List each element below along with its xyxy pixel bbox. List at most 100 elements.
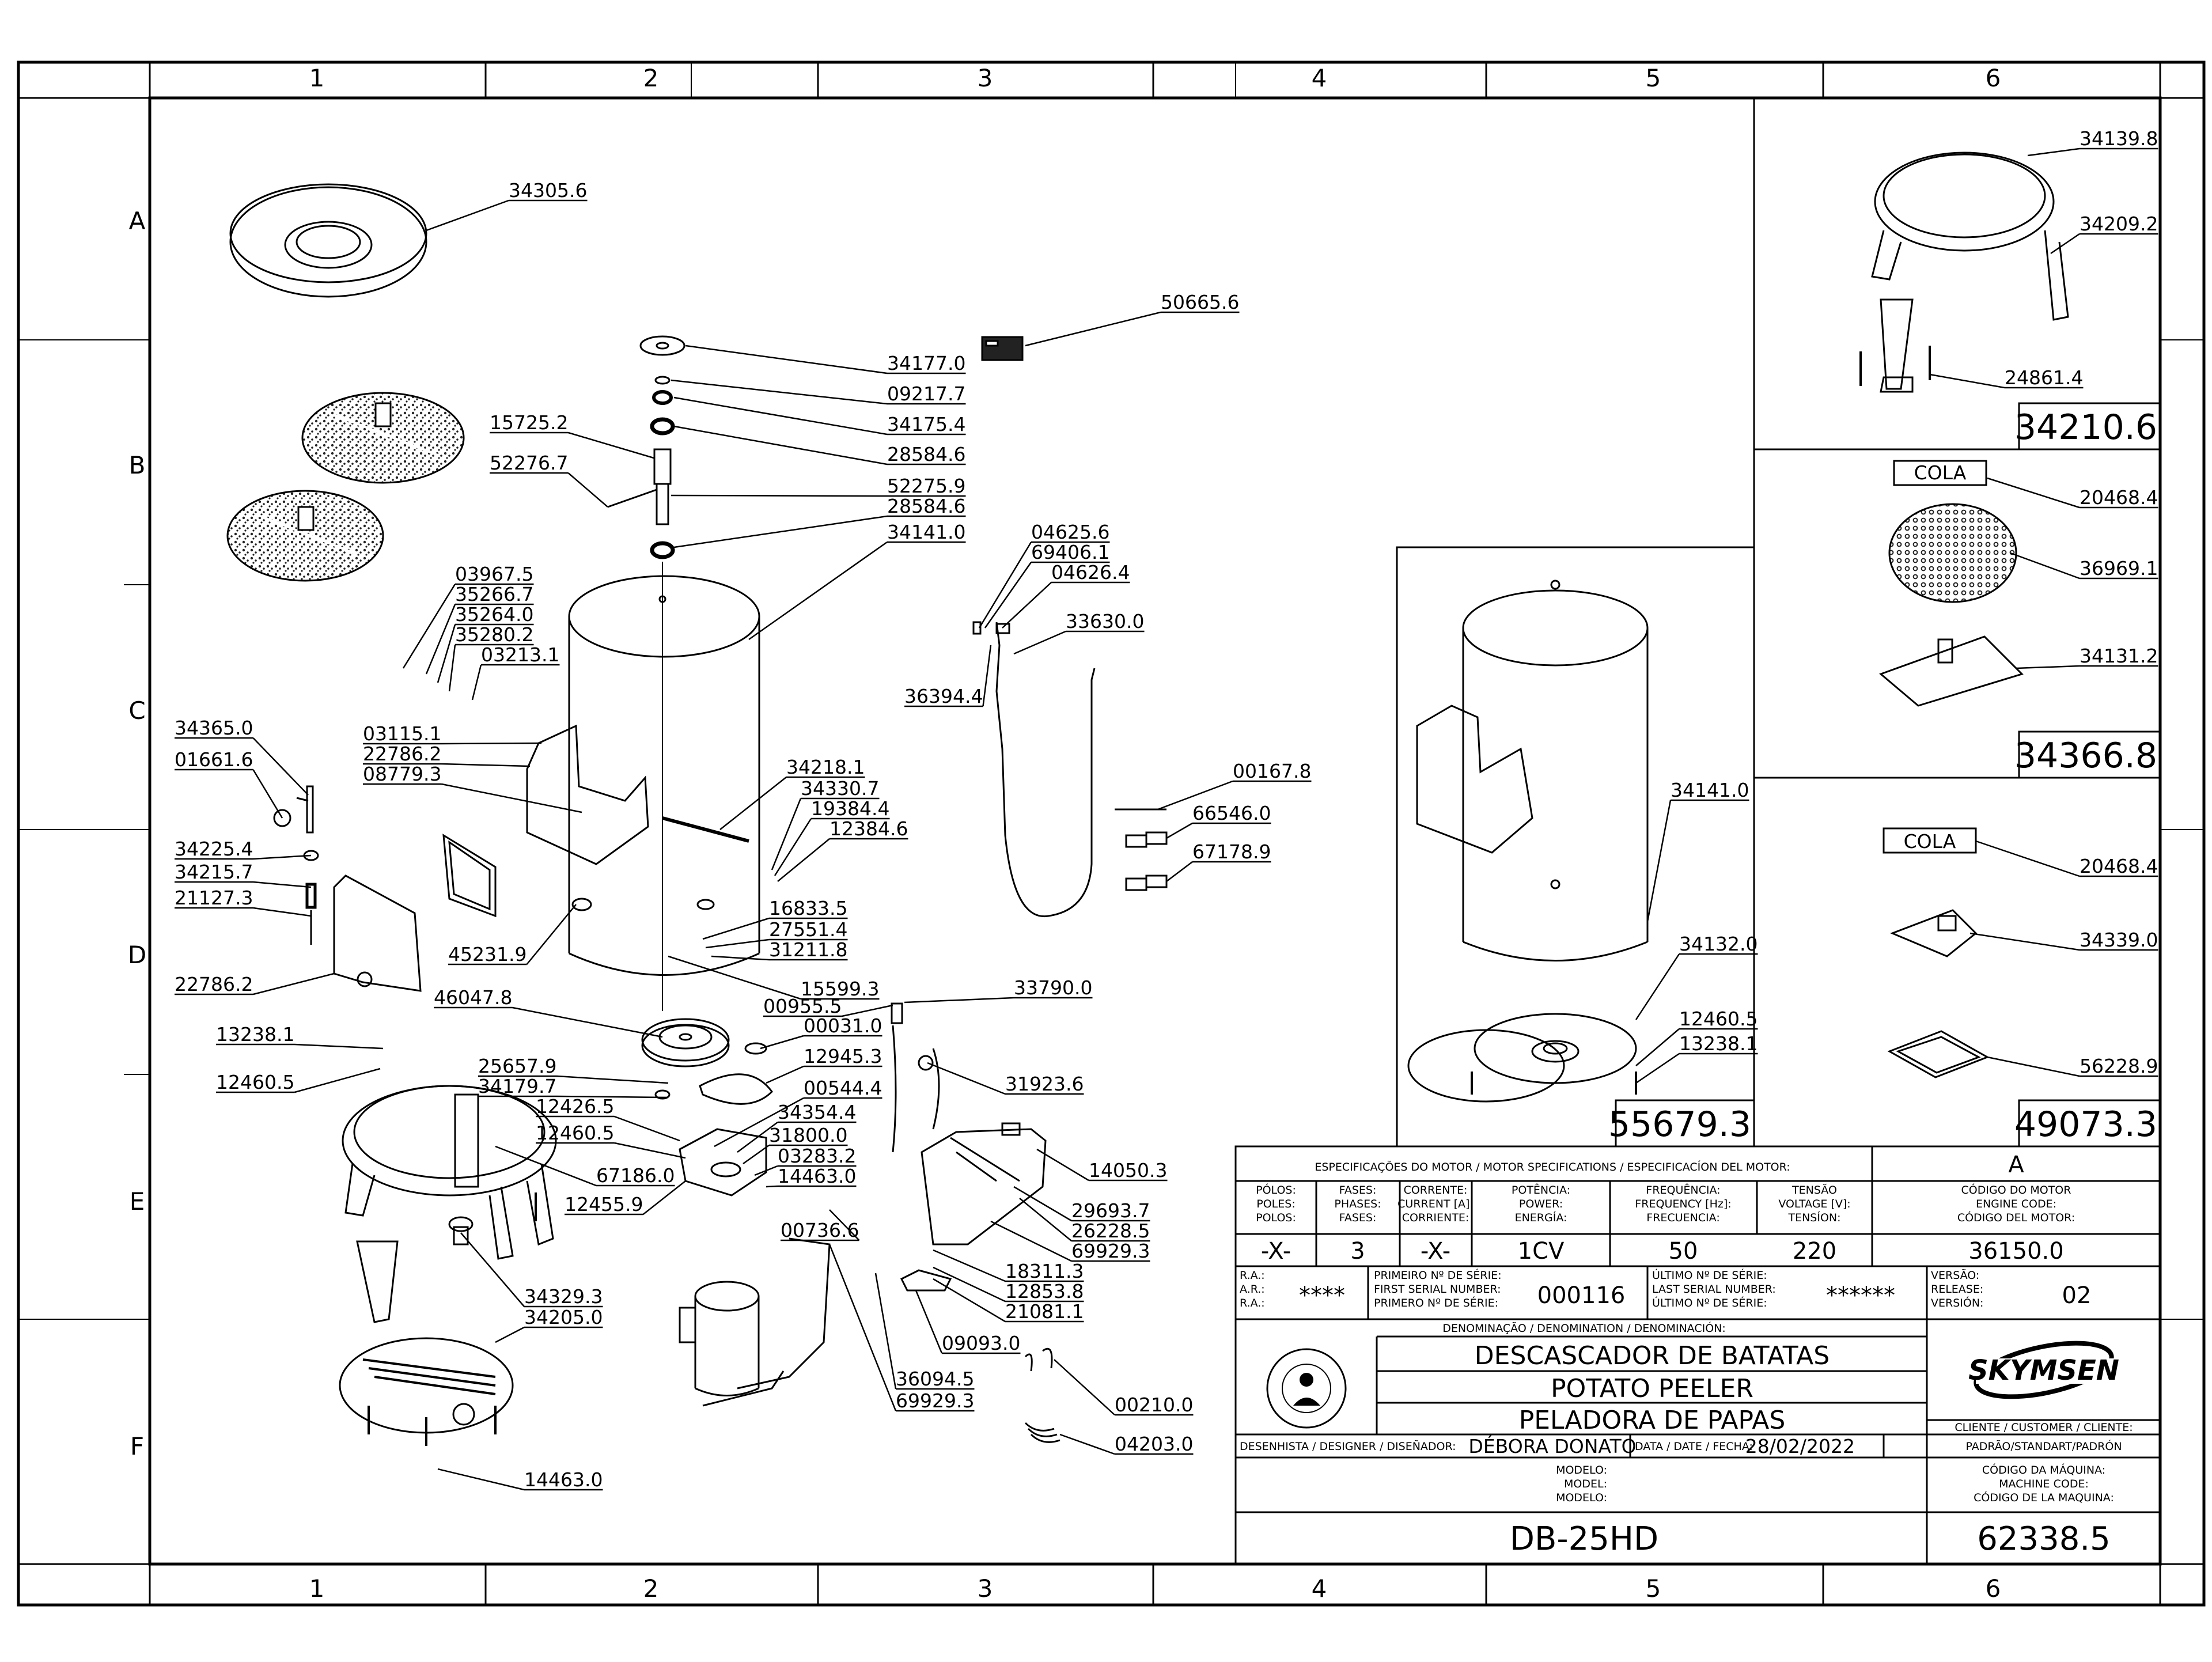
main-part-29693-7: 29693.7 <box>1071 1199 1150 1222</box>
leader-line <box>1969 932 2080 951</box>
machine-code-label-pt: CÓDIGO DA MÁQUINA: <box>1982 1463 2105 1477</box>
main-part-69406-1: 69406.1 <box>1031 541 1109 563</box>
column-label: 1 <box>309 64 325 92</box>
main-part-31211-8: 31211.8 <box>769 938 847 961</box>
window-sketch <box>442 834 497 918</box>
current-header-en: CURRENT [A]: <box>1397 1198 1474 1210</box>
engine-code-header-en: ENGINE CODE: <box>1976 1198 2056 1210</box>
column-label: 6 <box>1986 64 2001 92</box>
kit49073-part-34339-0: 34339.0 <box>2080 929 2158 951</box>
kit34366-part-20468-4: 20468.4 <box>2080 486 2158 509</box>
kit-ring-sketch <box>1871 152 2069 393</box>
main-part-33790-0: 33790.0 <box>1014 976 1092 999</box>
brand-logo: SKYMSEN <box>1968 1341 2119 1399</box>
leader-line <box>982 645 992 707</box>
power-cable-sketch <box>891 621 1096 1071</box>
leader-line <box>760 1035 804 1050</box>
leader-line <box>719 777 787 830</box>
main-part-12460-5: 12460.5 <box>216 1071 294 1093</box>
power-header-en: POWER: <box>1519 1198 1563 1210</box>
name-es: PELADORA DE PAPAS <box>1519 1406 1786 1435</box>
voltage-value: 220 <box>1793 1238 1836 1265</box>
main-part-34179-7: 34179.7 <box>478 1075 556 1097</box>
leader-line <box>673 425 888 465</box>
name-en: POTATO PEELER <box>1551 1374 1753 1403</box>
leader-line <box>978 542 1032 629</box>
leader-line <box>437 1468 525 1491</box>
leader-line <box>673 515 888 548</box>
main-part-50665-6: 50665.6 <box>1161 291 1239 313</box>
kit-plate-sketch <box>1887 909 1990 1078</box>
leader-line <box>437 624 456 683</box>
main-part-04203-0: 04203.0 <box>1115 1433 1193 1455</box>
last-serial-label-es: ÚLTIMO Nº DE SÉRIE: <box>1652 1296 1767 1309</box>
current-header-pt: CORRENTE: <box>1404 1184 1468 1197</box>
kit49073-part-20468-4: 20468.4 <box>2080 855 2158 877</box>
main-part-46047-8: 46047.8 <box>434 986 512 1009</box>
row-label: E <box>130 1187 145 1216</box>
leader-line <box>904 997 1014 1004</box>
drawing-date: 28/02/2022 <box>1745 1435 1855 1457</box>
engine-code-value: 36150.0 <box>1968 1238 2063 1265</box>
leader-line <box>253 972 335 995</box>
main-part-22786-2: 22786.2 <box>363 743 441 765</box>
main-part-28584-6: 28584.6 <box>887 495 965 517</box>
model-value: DB-25HD <box>1510 1520 1658 1558</box>
leader-line <box>842 1004 893 1017</box>
main-part-00031-0: 00031.0 <box>804 1014 882 1037</box>
main-part-12460-5: 12460.5 <box>536 1122 614 1144</box>
leader-line <box>1929 373 2005 389</box>
main-part-09093-0: 09093.0 <box>942 1332 1020 1354</box>
main-part-67178-9: 67178.9 <box>1192 841 1271 863</box>
kit55679-part-12460-5: 12460.5 <box>1679 1008 1758 1030</box>
kit-code-34366: 34366.8 <box>2014 736 2157 776</box>
column-label: 4 <box>1312 1574 1327 1603</box>
main-part-33630-0: 33630.0 <box>1066 610 1144 633</box>
leader-line <box>1025 311 1161 347</box>
model-label-en: MODEL: <box>1564 1478 1607 1490</box>
row-label: D <box>128 941 146 969</box>
leader-line <box>642 1180 686 1215</box>
leader-line <box>253 907 312 917</box>
column-label: 3 <box>978 1574 993 1603</box>
shaft-stack-sketch <box>607 335 685 1011</box>
phases-header-es: FASES: <box>1339 1212 1377 1224</box>
poles-header-en: POLES: <box>1256 1198 1295 1210</box>
power-header-pt: POTÊNCIA: <box>1512 1183 1570 1197</box>
main-part-03115-1: 03115.1 <box>363 722 441 745</box>
leader-line <box>1054 1359 1115 1415</box>
column-label: 2 <box>643 1574 659 1603</box>
leader-line <box>668 955 801 1000</box>
title-block: ESPECIFICAÇÕES DO MOTOR / MOTOR SPECIFIC… <box>1234 1145 2161 1565</box>
column-label: 2 <box>643 64 659 92</box>
main-part-28584-6: 28584.6 <box>887 443 965 465</box>
leader-line <box>252 769 283 819</box>
leader-line <box>614 1142 686 1159</box>
belt-sketch <box>699 1073 773 1105</box>
leader-line <box>705 938 770 949</box>
kit-code-49073: 49073.3 <box>2014 1104 2157 1145</box>
main-part-04625-6: 04625.6 <box>1031 521 1109 543</box>
column-label: 3 <box>978 64 993 92</box>
leader-line <box>1019 1198 1072 1241</box>
freq-header-pt: FREQUÊNCIA: <box>1646 1183 1720 1197</box>
denomination-header: DENOMINAÇÃO / DENOMINATION / DENOMINACIÓ… <box>1442 1321 1726 1335</box>
poles-header-pt: PÓLOS: <box>1256 1183 1296 1197</box>
part-sketches <box>226 152 2069 1446</box>
main-part-19384-4: 19384.4 <box>811 797 889 820</box>
leader-line <box>495 1145 597 1187</box>
leader-lines <box>175 147 2158 1491</box>
phases-header-en: PHASES: <box>1334 1198 1381 1210</box>
leader-line <box>933 1278 1006 1323</box>
leader-line <box>253 854 312 860</box>
client-label: CLIENTE / CUSTOMER / CLIENTE: <box>1955 1421 2133 1434</box>
leader-line <box>1635 1053 1680 1084</box>
main-part-27551-4: 27551.4 <box>769 918 847 941</box>
leader-line <box>685 344 888 374</box>
main-part-35264-0: 35264.0 <box>455 603 533 626</box>
leader-line <box>556 1095 669 1099</box>
kit34210-part-24861-4: 24861.4 <box>2005 366 2083 389</box>
poles-value: -X- <box>1261 1238 1291 1265</box>
